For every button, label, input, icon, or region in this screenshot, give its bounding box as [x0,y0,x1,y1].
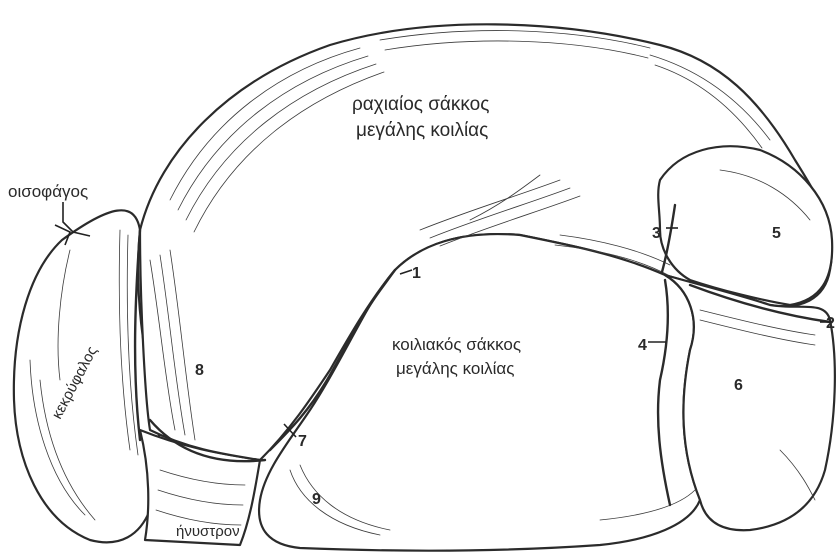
marker-8: 8 [195,362,204,379]
omasum-label: ήνυστρον [176,523,240,540]
marker-7: 7 [298,433,307,450]
esophagus-label: οισοφάγος [8,182,88,201]
dorsal-sac-label-line1: ραχιαίος σάκκος [352,94,489,115]
marker-1: 1 [412,265,421,282]
marker-4: 4 [638,337,647,354]
ventral-sac-label-line1: κοιλιακός σάκκος [392,335,521,354]
marker-3: 3 [652,225,661,242]
marker-2: 2 [826,315,835,332]
ventral-sac-label-line2: μεγάλης κοιλίας [396,359,514,378]
marker-5: 5 [772,225,781,242]
marker-6: 6 [734,377,743,394]
marker-9: 9 [312,491,321,508]
dorsal-sac-label-line2: μεγάλης κοιλίας [356,120,488,141]
